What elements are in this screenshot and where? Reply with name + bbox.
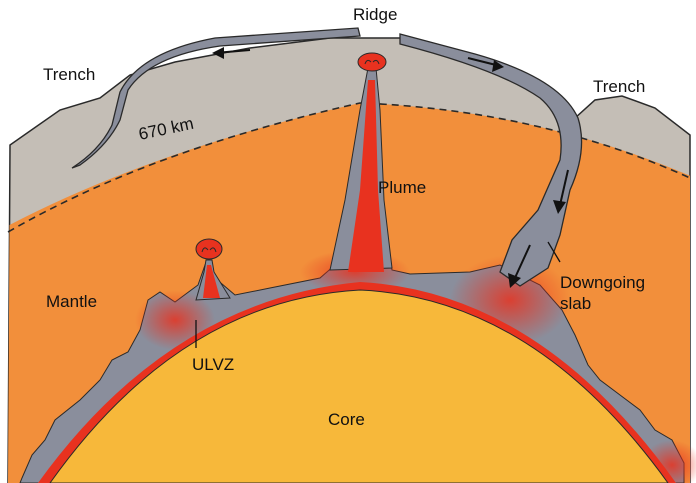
label-downgoing: Downgoing	[560, 273, 645, 292]
label-ridge: Ridge	[353, 5, 397, 24]
plume-core	[348, 80, 384, 272]
arrow-right-slab-head	[492, 60, 504, 72]
label-slab: slab	[560, 294, 591, 313]
small-plume-head	[195, 238, 223, 260]
670km-boundary	[7, 102, 691, 233]
small-plume-swirl	[201, 247, 217, 253]
label-core: Core	[328, 410, 365, 429]
label-trench-right: Trench	[593, 77, 645, 96]
label-trench-left: Trench	[43, 65, 95, 84]
slab-right	[399, 33, 583, 287]
arrow-descent-1	[559, 169, 569, 206]
label-ulvz: ULVZ	[192, 355, 234, 374]
core	[49, 289, 669, 483]
arrow-descent-2-head	[508, 273, 521, 288]
arrow-descent-2	[513, 244, 531, 281]
plume-head-swirl	[364, 59, 380, 65]
slab-left	[71, 27, 361, 169]
label-mantle: Mantle	[46, 292, 97, 311]
arrow-left-slab-head	[212, 47, 224, 59]
plume-head	[357, 52, 387, 72]
arrow-descent-1-head	[553, 200, 566, 214]
small-plume-core	[203, 265, 220, 298]
label-plume: Plume	[378, 178, 426, 197]
slab-leader	[547, 241, 561, 263]
ulvz-layer	[38, 282, 676, 483]
